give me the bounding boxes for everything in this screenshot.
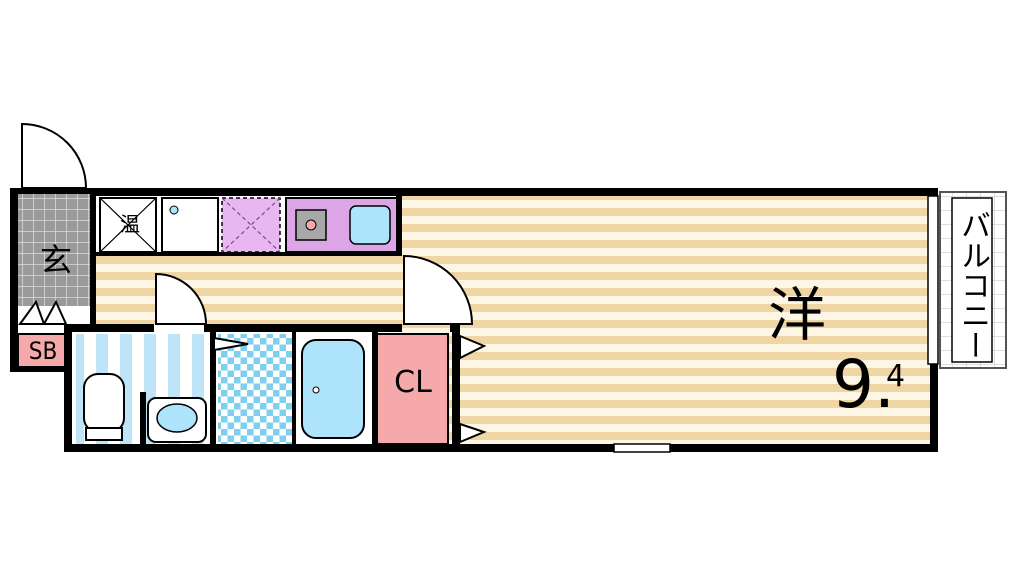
balcony-inner [951,197,993,363]
balcony-label: バルコニー [955,210,990,360]
genkan-floor [18,194,92,306]
toilet-door [155,272,208,325]
bottom-window [613,443,671,453]
shoebox-door-2 [42,299,68,325]
genkan-label: 玄 [39,241,72,279]
toilet-icon [83,373,125,433]
room-area-decimal: 4 [886,359,906,394]
corridor-floor [96,254,402,324]
balcony-sash [927,195,939,365]
bath-tile-floor [218,334,294,444]
wash-door [213,336,249,352]
room-area-integer: 9. [832,346,895,423]
washer-pad [221,197,281,253]
closet-label: CL [394,365,432,400]
doors [18,122,487,444]
refrigerator-icon [169,205,179,215]
western-room-floor [402,196,932,444]
refrigerator [161,197,219,253]
sink-icon [349,205,391,245]
shoebox-door [18,299,46,325]
bath-tub-icon [301,339,365,439]
closet-door-bottom [459,422,487,444]
shoe-box-label: SB [28,337,58,365]
corridor-door [403,254,474,325]
entrance-door [21,122,88,189]
water-heater-label: 温 [120,212,140,236]
closet-door-top [459,334,487,360]
western-room-label: 洋 [768,281,827,349]
